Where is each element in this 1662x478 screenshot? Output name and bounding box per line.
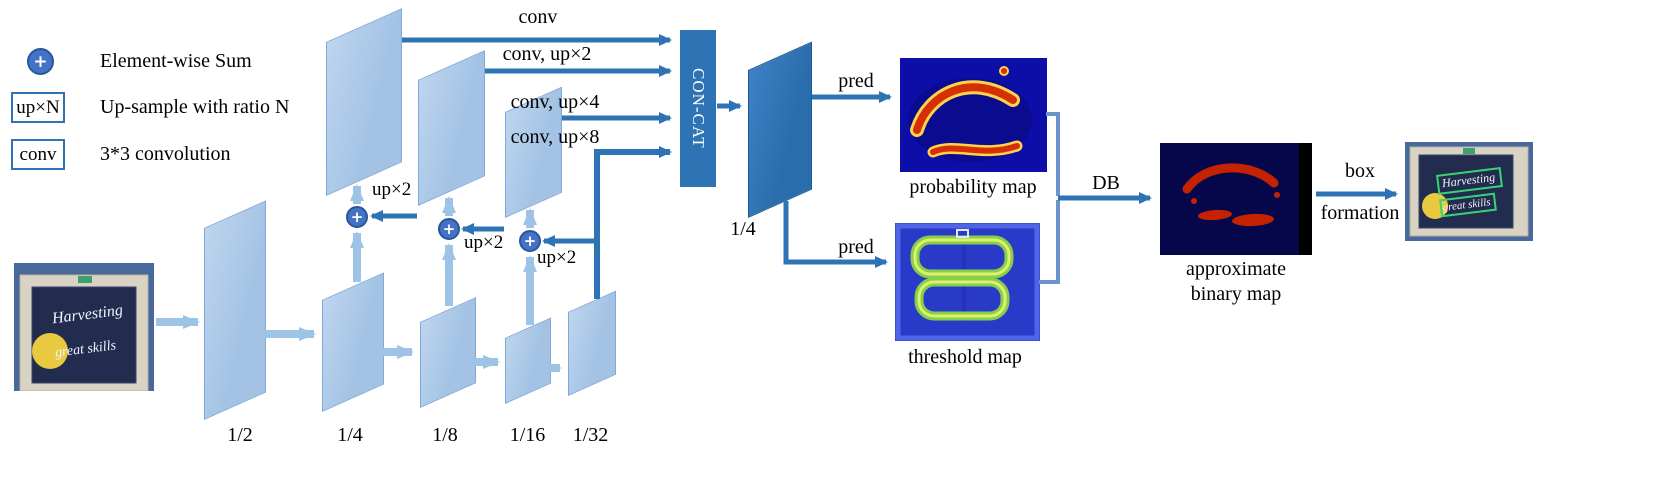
chalk-text-line1: Harvesting <box>1440 170 1496 191</box>
chalk-text-line2: great skills <box>1442 196 1491 214</box>
conv-arrow-label-1: conv <box>518 6 558 28</box>
caption-threshold-map: threshold map <box>908 346 1022 368</box>
binary-dot-1 <box>1274 192 1280 198</box>
threshold-map-image <box>895 223 1040 346</box>
probability-dot <box>999 66 1009 76</box>
pred-label-bottom: pred <box>838 236 874 258</box>
scale-label-1-8: 1/8 <box>432 424 458 446</box>
binary-black-strip <box>1299 143 1312 255</box>
plus-glyph: + <box>442 220 456 238</box>
conv-arrow-label-2: conv, up×2 <box>502 43 592 65</box>
legend-sum-label: Element-wise Sum <box>100 50 252 72</box>
caption-binary-map-line1: approximate <box>1186 258 1286 280</box>
detection-box-1 <box>1436 167 1503 195</box>
scale-label-1-2: 1/2 <box>227 424 253 446</box>
legend-upsample-symbol: up×N <box>11 92 65 123</box>
conv-arrow-label-3: conv, up×4 <box>510 91 600 113</box>
elementwise-sum-node-2: + <box>438 218 460 240</box>
elementwise-sum-node-3: + <box>519 230 541 252</box>
threshold-small-box <box>956 229 969 238</box>
feature-map-1-4-backbone <box>322 272 384 412</box>
threshold-ring-1-core <box>913 238 1011 276</box>
caption-binary-map-line2: binary map <box>1190 283 1282 305</box>
concat-block: CON-CAT <box>680 30 716 187</box>
feature-map-1-16-backbone <box>505 317 551 404</box>
upsample-label-2: up×2 <box>464 232 504 253</box>
fused-feature-map <box>748 41 812 218</box>
box-formation-label-line1: box <box>1345 160 1375 182</box>
detection-box-2 <box>1439 192 1497 218</box>
probability-band <box>930 143 1020 155</box>
scale-label-1-32: 1/32 <box>572 424 609 446</box>
element-wise-sum-icon: + <box>27 48 54 75</box>
scale-label-1-16: 1/16 <box>509 424 546 446</box>
upsample-label-3: up×2 <box>537 247 577 268</box>
yellow-balloon <box>32 333 68 369</box>
legend-conv-label: 3*3 convolution <box>100 143 231 165</box>
feature-map-1-4-topdown <box>326 8 402 197</box>
threshold-to-db-connector <box>1039 200 1060 284</box>
caption-probability-map: probability map <box>909 176 1037 198</box>
green-sign <box>1463 148 1475 154</box>
chalk-text-line2: great skills <box>54 338 117 360</box>
threshold-ring-2-core <box>917 280 1007 318</box>
probability-arc <box>913 83 1017 134</box>
green-sign <box>78 276 92 283</box>
binary-arc <box>1182 163 1279 194</box>
feature-map-1-2 <box>204 200 266 420</box>
binary-dot-2 <box>1191 198 1197 204</box>
binary-blob-2 <box>1232 213 1274 227</box>
legend-upsample-label: Up-sample with ratio N <box>100 96 290 118</box>
db-label: DB <box>1092 172 1120 194</box>
scale-label-1-4: 1/4 <box>337 424 363 446</box>
elementwise-sum-node-1: + <box>346 206 368 228</box>
feature-map-1-8-backbone <box>420 297 476 408</box>
input-photo: Harvesting great skills <box>14 263 154 396</box>
binary-background <box>1160 143 1312 255</box>
binary-blob-1 <box>1198 209 1232 221</box>
binary-map-image <box>1160 143 1312 260</box>
plus-glyph: + <box>33 51 48 72</box>
probability-map-image <box>900 58 1047 177</box>
legend-conv-symbol: conv <box>11 139 65 170</box>
feature-map-1-32 <box>568 290 616 396</box>
threshold-edge-glow <box>895 223 1040 341</box>
fused-scale-label: 1/4 <box>730 218 756 240</box>
plus-glyph: + <box>350 208 364 226</box>
conv-arrow-label-4: conv, up×8 <box>510 126 600 148</box>
upsample-label-1: up×2 <box>372 179 412 200</box>
output-photo: Harvesting great skills <box>1405 142 1533 246</box>
plus-glyph: + <box>523 232 537 250</box>
pred-label-top: pred <box>838 70 874 92</box>
conv-arrow-4 <box>594 146 672 299</box>
box-formation-label-line2: formation <box>1320 202 1400 224</box>
